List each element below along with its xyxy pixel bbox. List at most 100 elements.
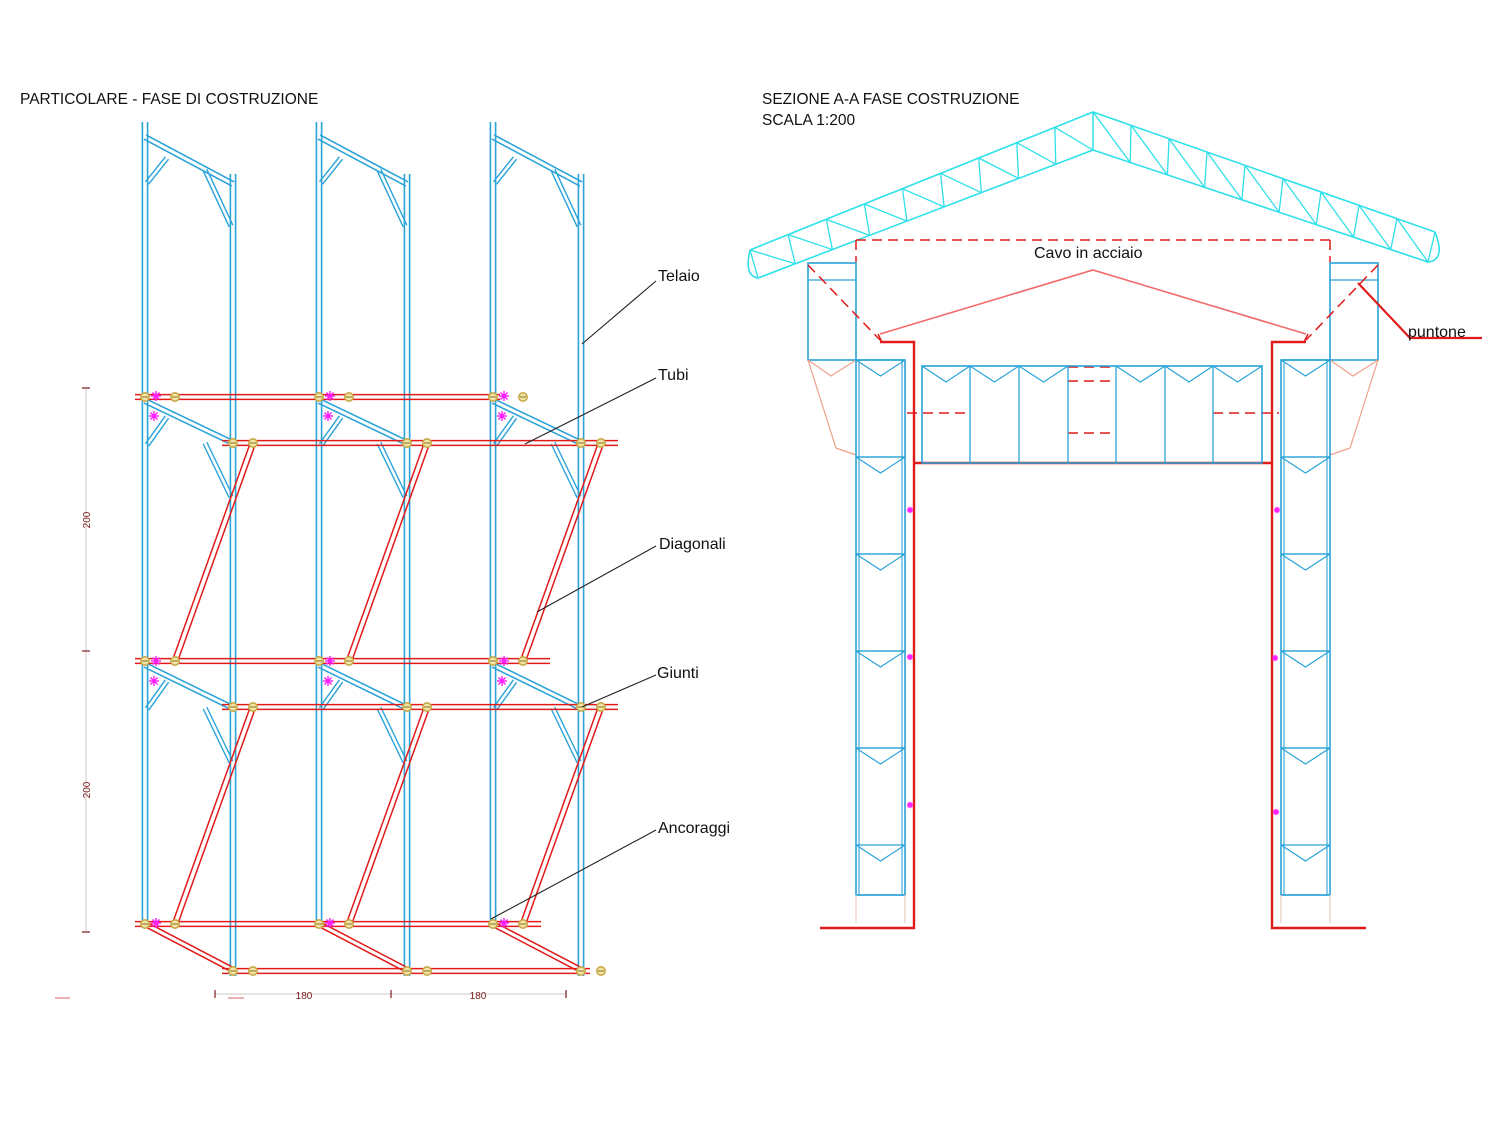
frame-level-brace-edge [148,681,170,711]
anchor-ray [151,656,161,666]
portal-left [820,340,916,930]
strut-puntone [1357,282,1482,340]
roof-truss-vertical [1204,151,1208,188]
frame-level-rail-edge [319,398,409,442]
horizontal-tube [135,920,541,928]
roof-truss-diagonal [940,172,982,194]
callout-giunti: Giunti [657,665,699,682]
frame-level-brace [550,441,582,499]
tower-chevron [1280,844,1331,862]
frame-top-rail [491,134,583,187]
central-truss-chevron [1018,365,1069,383]
anchor-ray [907,802,913,808]
anchor-mark [1272,808,1280,816]
horizontal-tube [222,703,618,711]
central-truss-chevron [1115,365,1166,383]
diagonal-tube-edge [176,443,257,663]
anchor-ray [1274,507,1280,513]
tower-frame [855,359,906,896]
tower-chevron [855,844,906,862]
roof-truss-vertical [901,188,908,222]
roof-truss-diagonal [978,157,1019,180]
frame-front-post [577,174,585,976]
frame-level-brace [144,415,170,447]
diagonal-tube-edge [524,707,605,926]
central-truss-chevron [1212,365,1263,383]
joint-clamp [313,655,324,666]
callout-leader [581,280,657,345]
roof-truss-diagonal [1168,138,1206,188]
horizontal-tube [135,657,550,665]
joint-clamp [248,965,259,976]
roof-truss-diagonal [749,249,796,265]
anchor-mark [499,391,509,401]
roof-truss-vertical [863,203,871,236]
joint-clamp [421,437,432,448]
frame-level-brace-edge [492,679,514,709]
frame-level-brace [202,441,234,499]
anchor-ray [325,656,335,666]
joint-clamp [313,391,324,402]
roof-truss-diagonal [1244,164,1280,213]
central-truss-chevron [1164,365,1214,383]
cable-dashed [1305,264,1379,341]
joint-clamp [343,918,354,929]
frame-level-brace [376,441,408,499]
callout-leader [536,545,657,613]
tower-chevron [855,650,906,668]
frame-top-brace [492,156,518,185]
roof-truss-vertical [787,234,796,264]
joint-clamp [517,655,528,666]
base-tube-diagonal-edge [317,925,407,973]
frame-top-rail [143,134,235,187]
callout-leader [490,829,657,920]
frame-level-rail-edge [145,662,235,707]
joint-clamp [517,918,528,929]
frame-level-rail-edge [493,398,583,442]
anchor-mark [149,411,159,421]
brace-salmon [807,359,857,377]
joint-clamp [343,655,354,666]
frame-level-rail-edge [317,402,407,446]
roof-truss-diagonal [1320,191,1355,238]
callout-ancoraggi: Ancoraggi [658,820,730,837]
anchor-mark [499,656,509,666]
joint-clamp [487,655,498,666]
joint-clamp [487,918,498,929]
frame-level-brace-edge [550,443,578,499]
right-drawing-scale: SCALA 1:200 [762,112,855,129]
anchor-mark [1271,654,1279,662]
roof-truss-vertical [1241,165,1246,200]
frame-level-brace [318,679,344,711]
diagonal-tube-edge [345,705,426,924]
frame-level-brace-edge [380,706,408,762]
tower-chevron [1280,359,1331,377]
frame-level-brace-edge [492,415,514,445]
roof-truss-diagonal [1016,142,1057,165]
base-tube-diagonal [491,921,583,973]
anchor-mark [497,411,507,421]
roof-truss-diagonal [1358,204,1392,250]
anchor-ray [499,391,509,401]
anchor-ray [149,676,159,686]
joint-clamp [228,965,239,976]
joint-clamp [401,965,412,976]
frame-front-post [403,174,411,976]
frame-level-brace-edge [206,706,234,762]
diagonal-tube [171,441,257,663]
roof-truss-vertical [939,173,945,207]
joint-clamp [487,391,498,402]
brace-salmon [1329,359,1379,377]
joint-clamp [170,918,181,929]
frame-level-brace [318,415,344,447]
frame-top-brace-edge [492,156,514,183]
frame-level-rail-edge [317,666,407,711]
tower-chevron [1280,650,1331,668]
anchor-ray [497,411,507,421]
portal-right [1270,340,1366,930]
joint-clamp [248,437,259,448]
roof-truss-end [747,249,759,279]
dimension-horizontal-right: 180 [470,991,487,1002]
frame-top-brace [550,168,582,228]
roof-truss-vertical [825,219,834,250]
